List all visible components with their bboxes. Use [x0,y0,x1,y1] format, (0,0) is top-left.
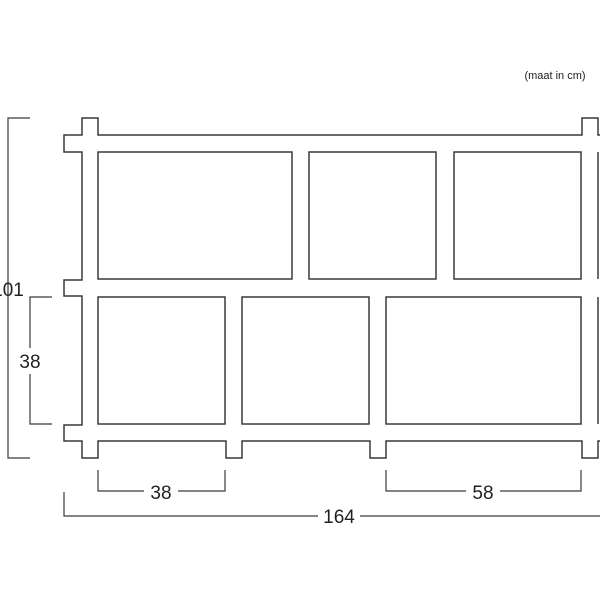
bottom-panel-2 [241,296,370,425]
top-panel-3 [453,151,582,280]
top-panel-2 [308,151,437,280]
bottom-panel-3 [385,296,582,425]
height-dimension-label: 101 [0,280,24,301]
small-width-dimension-label: 38 [150,483,171,504]
top-panel-1 [97,151,293,280]
bottom-panel-1 [97,296,226,425]
frame-outline [63,117,600,459]
total-width-label-bg [318,505,360,527]
unit-note: (maat in cm) [524,70,585,82]
total-width-dimension-line [63,492,600,517]
large-width-label-bg [466,481,500,503]
row-height-dimension-label: 38 [19,352,40,373]
height-dimension-line [7,117,30,459]
small-width-label-bg [144,481,178,503]
large-width-dimension-label: 58 [472,483,493,504]
row-height-label-bg [14,348,46,374]
total-width-dimension-label: 164 [323,507,355,528]
